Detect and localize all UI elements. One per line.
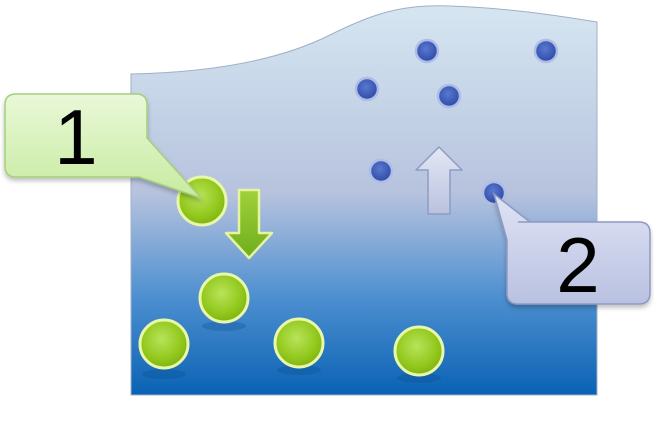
large-particles [138, 175, 445, 383]
large-particle-shadow [142, 369, 186, 379]
callout-2 [492, 192, 651, 305]
large-particle [198, 272, 250, 324]
large-particle-shadow [397, 373, 441, 383]
callout-2-label: 2 [556, 221, 599, 309]
callout-1-label: 1 [54, 93, 97, 181]
callout-1 [4, 93, 204, 200]
small-particle [368, 158, 394, 184]
small-particle [354, 76, 380, 102]
callout-1-bubble [4, 93, 204, 200]
large-particle-shadow [277, 365, 321, 375]
large-particle [273, 317, 325, 369]
small-particle [436, 83, 462, 109]
large-particle-shadow [202, 321, 246, 331]
large-particle [138, 318, 190, 370]
small-particle [533, 38, 559, 64]
callout-2-bubble [492, 192, 651, 305]
large-particle [393, 325, 445, 377]
small-particle [414, 38, 440, 64]
arrow-up-icon [415, 146, 463, 215]
arrow-down-icon [224, 188, 274, 260]
